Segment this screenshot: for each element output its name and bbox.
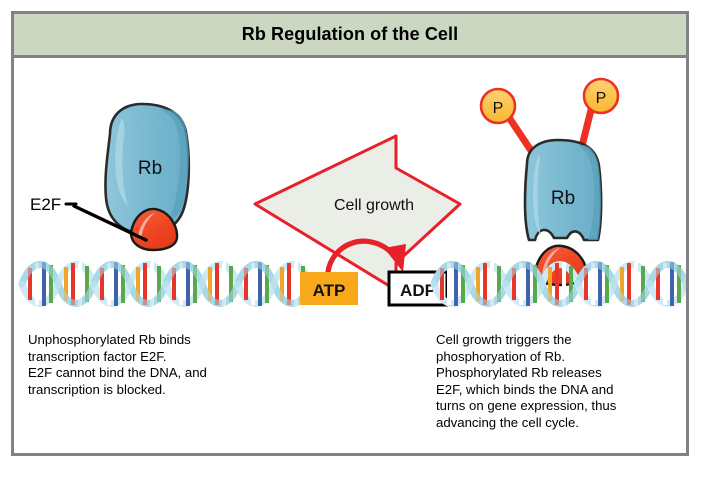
dna-strand-left — [22, 262, 310, 306]
rb-protein-label-right: Rb — [551, 188, 575, 209]
phosphate-label-left: P — [493, 100, 504, 117]
center-panel-illustration: Cell growth ATP ADP — [253, 134, 462, 307]
rb-protein-label: Rb — [138, 158, 162, 179]
phosphate-label-right: P — [596, 90, 607, 107]
left-panel-caption: Unphosphorylated Rb binds transcription … — [28, 332, 207, 397]
adp-label: ADP — [400, 281, 436, 300]
phosphate-group-left: P — [479, 87, 517, 125]
atp-box: ATP — [300, 272, 358, 305]
atp-to-adp-arrow — [325, 238, 406, 275]
diagram-canvas: Rb E2F — [14, 58, 686, 456]
right-panel-caption: Cell growth triggers the phosphoryation … — [436, 332, 617, 430]
figure-title-bar: Rb Regulation of the Cell — [14, 14, 686, 58]
phosphate-group-right: P — [582, 77, 620, 115]
rb-protein-phosphorylated: Rb — [523, 138, 603, 242]
page-title: Rb Regulation of the Cell — [241, 24, 459, 44]
rb-protein-unphosphorylated: Rb — [104, 102, 191, 236]
e2f-label-leader — [64, 202, 148, 242]
right-panel-illustration: P P Rb — [434, 77, 686, 306]
diagram-illustration: Rb E2F — [14, 77, 686, 456]
figure-frame: Rb Regulation of the Cell — [11, 11, 689, 456]
e2f-label: E2F — [30, 195, 61, 214]
atp-label: ATP — [313, 281, 346, 300]
left-panel-illustration: Rb E2F — [22, 102, 310, 306]
cell-growth-arrow-label: Cell growth — [334, 197, 414, 214]
